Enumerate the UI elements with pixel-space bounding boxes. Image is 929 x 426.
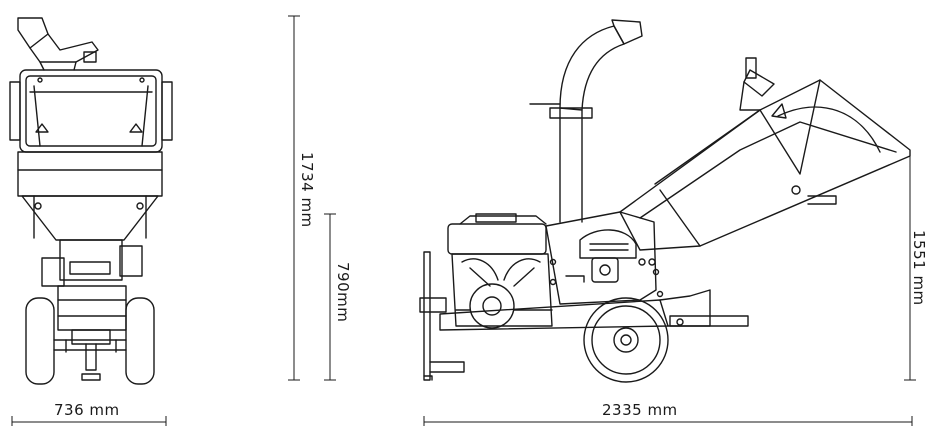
side-length-label: 2335 mm <box>602 401 678 419</box>
side-view-machine <box>419 19 911 383</box>
front-height-dimension-line <box>288 15 300 381</box>
front-width-label: 736 mm <box>54 401 120 419</box>
front-height-label: 1734 mm <box>298 152 316 228</box>
hopper-height-label: 790mm <box>334 262 352 323</box>
side-height-dimension-line <box>904 154 916 381</box>
front-view-machine <box>9 17 173 385</box>
front-width-dimension-line <box>11 416 167 426</box>
hopper-height-dimension-line <box>324 213 336 381</box>
side-height-label: 1551 mm <box>910 230 928 306</box>
side-length-dimension-line <box>423 416 913 426</box>
